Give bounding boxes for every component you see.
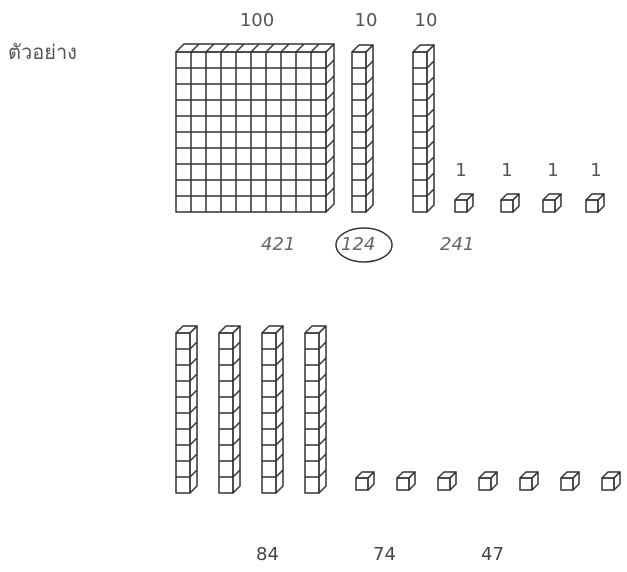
ones-label-4: 1 (576, 160, 616, 181)
question-option-1[interactable]: 84 (256, 544, 279, 565)
ten-rod (352, 45, 373, 212)
unit-cube (479, 472, 497, 490)
unit-cube (501, 194, 519, 212)
example-option-3[interactable]: 241 (440, 234, 474, 255)
example-option-2[interactable]: 124 (341, 234, 375, 255)
unit-cube (586, 194, 604, 212)
question-option-2[interactable]: 74 (373, 544, 396, 565)
ones-label-1: 1 (441, 160, 481, 181)
unit-cube (602, 472, 620, 490)
question-option-3[interactable]: 47 (481, 544, 504, 565)
tens-label-1: 10 (346, 10, 386, 31)
hundreds-label: 100 (237, 10, 277, 31)
unit-cube (561, 472, 579, 490)
ten-rod (219, 326, 240, 493)
ten-rod (413, 45, 434, 212)
hundreds-flat (176, 44, 334, 212)
ten-rod (176, 326, 197, 493)
ten-rod (262, 326, 283, 493)
example-option-1[interactable]: 421 (261, 234, 295, 255)
unit-cube (455, 194, 473, 212)
ones-label-3: 1 (533, 160, 573, 181)
tens-label-2: 10 (406, 10, 446, 31)
ones-label-2: 1 (487, 160, 527, 181)
unit-cube (520, 472, 538, 490)
unit-cube (397, 472, 415, 490)
unit-cube (438, 472, 456, 490)
unit-cube (543, 194, 561, 212)
unit-cube (356, 472, 374, 490)
ten-rod (305, 326, 326, 493)
